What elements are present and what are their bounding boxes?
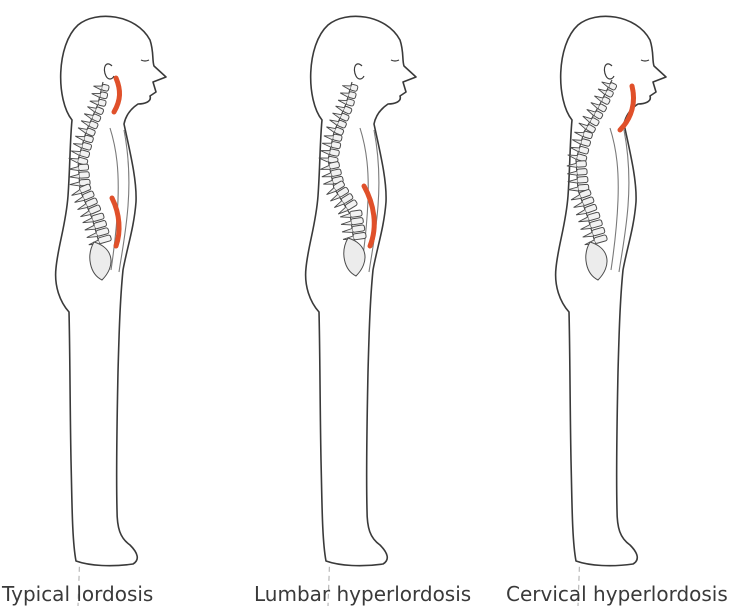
caption-typical-lordosis: Typical lordosis — [2, 580, 153, 608]
figure-panel-2 — [306, 16, 416, 606]
figure-panel-3 — [556, 16, 666, 606]
child-silhouette — [556, 16, 666, 565]
child-silhouette — [306, 16, 416, 565]
caption-lumbar-hyperlordosis: Lumbar hyperlordosis — [254, 580, 471, 608]
caption-cervical-hyperlordosis: Cervical hyperlordosis — [506, 580, 728, 608]
child-silhouette — [56, 16, 166, 565]
figure-panel-1 — [56, 16, 166, 606]
